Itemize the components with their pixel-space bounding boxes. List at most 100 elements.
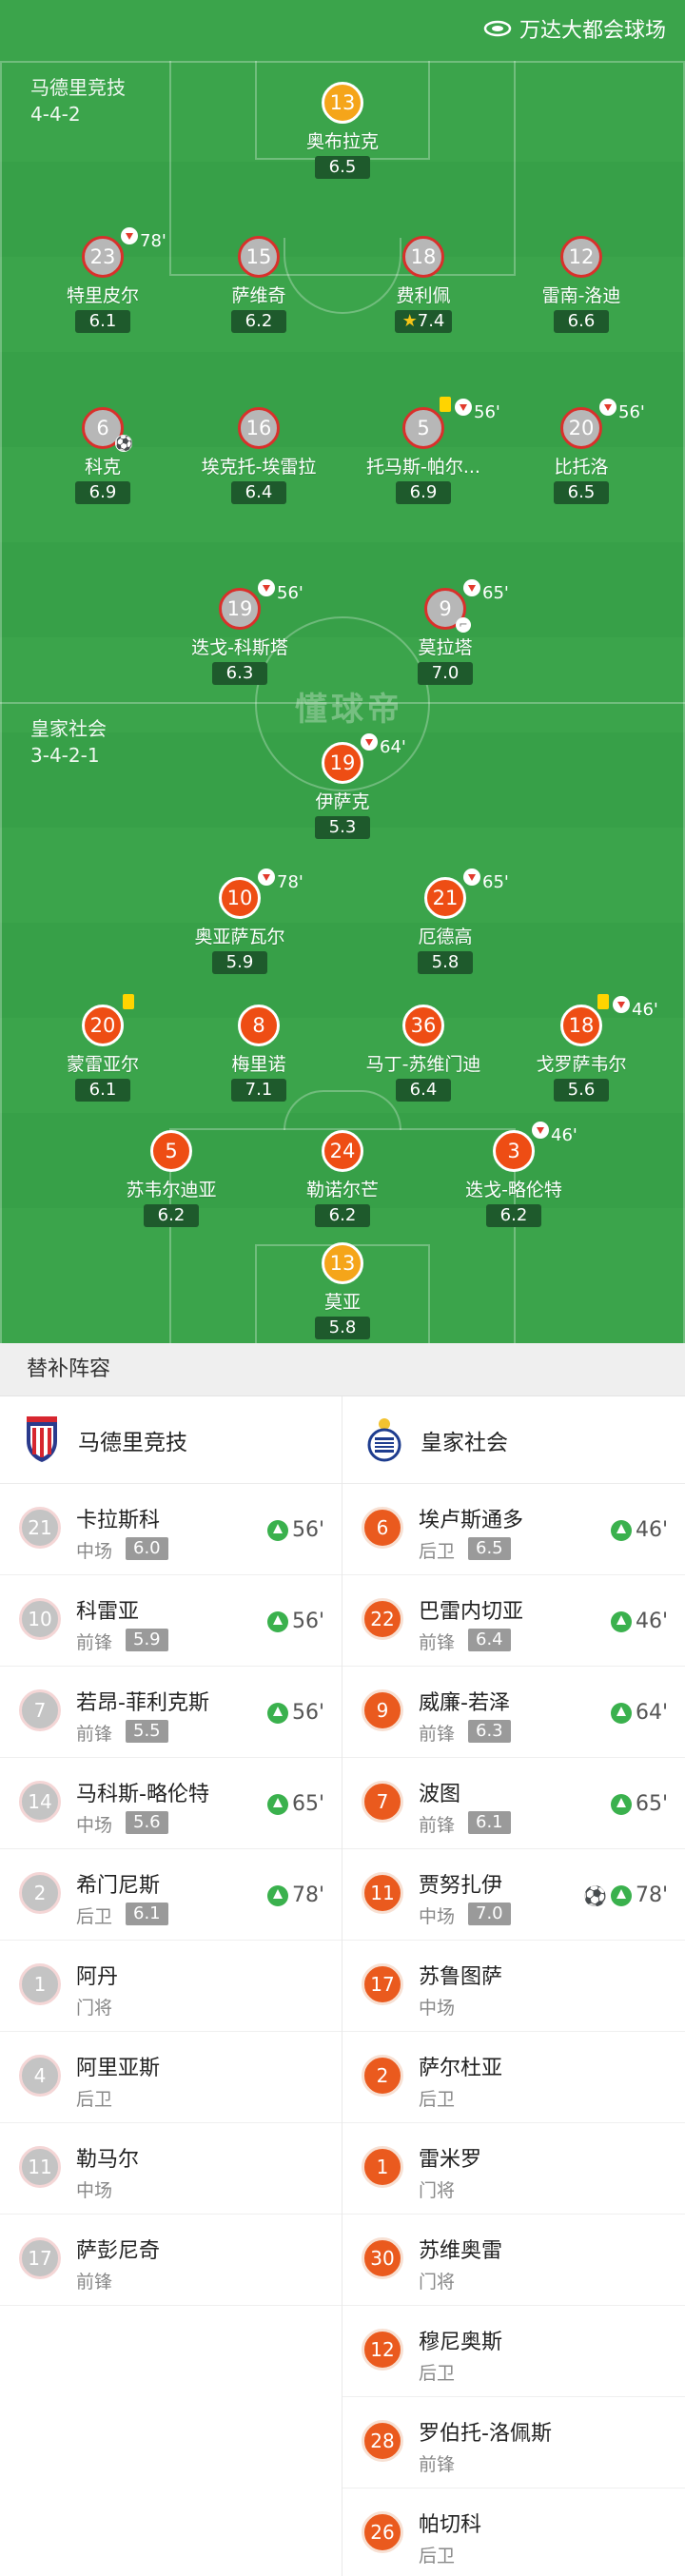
sub-in-icon [610,1884,632,1906]
player-home-lb[interactable]: 12 雷南-洛迪 6.6 [486,236,676,333]
sub-player-position: 门将 [419,2180,456,2201]
player-rating: 5.6 [554,1079,609,1102]
sub-player-number: 11 [362,1872,403,1914]
player-name: 勒诺尔芒 [305,1180,379,1200]
sub-player-rating: 6.3 [468,1720,511,1743]
player-rating: 5.8 [315,1317,370,1339]
player-home-cb2[interactable]: 18 费利佩 ★7.4 [328,236,519,333]
home-team-info: 马德里竞技 4-4-2 [30,74,126,127]
sub-player-name: 希门尼斯 [76,1874,161,1898]
player-number: 18 [402,236,444,278]
sub-player-number: 4 [19,2055,61,2097]
sub-in-minute: 56' [291,1701,324,1725]
sub-player-rating: 6.4 [468,1629,511,1651]
player-home-rm[interactable]: 6⚽ 科克 6.9 [8,407,198,504]
sub-player-number: 11 [19,2146,61,2188]
player-away-cm1[interactable]: 8 梅里诺 7.1 [164,1005,354,1102]
sub-player-name: 萨尔杜亚 [419,2057,503,2080]
player-number: 36 [402,1005,444,1046]
sub-in-info: 56' [266,1701,324,1725]
player-rating: 6.3 [212,662,267,685]
sub-player-position: 前锋 [419,2454,456,2475]
player-away-cm2[interactable]: 36 马丁-苏维门迪 6.4 [328,1005,519,1102]
sub-player-name: 雷米罗 [419,2148,482,2172]
sub-in-minute: 78' [635,1883,668,1907]
player-home-cm1[interactable]: 16 埃克托-埃雷拉 6.4 [164,407,354,504]
sub-player-position: 后卫 [419,2363,456,2384]
player-rating: 6.2 [486,1204,541,1227]
sub-player-position: 门将 [419,2272,456,2293]
player-name: 托马斯-帕尔... [366,457,480,478]
sub-minute: 78' [140,231,166,251]
player-rating: 6.2 [231,310,286,333]
player-name: 蒙雷亚尔 [66,1054,139,1075]
player-home-cb1[interactable]: 15 萨维奇 6.2 [164,236,354,333]
home-subs-header: 马德里竞技 [0,1396,342,1484]
player-away-gk[interactable]: 13 莫亚 5.8 [247,1242,438,1339]
sub-out-icon [258,579,275,596]
sub-in-info: 64' [610,1701,668,1725]
pitch-stripe [0,923,685,1018]
away-formation: 3-4-2-1 [30,744,100,767]
sub-out-icon [599,399,616,416]
player-number: 15 [238,236,280,278]
sub-player-position: 后卫 [76,1906,113,1927]
player-away-cb1[interactable]: 5 苏韦尔迪亚 6.2 [76,1130,266,1227]
sub-player-rating: 6.1 [126,1903,168,1925]
sub-player-name: 萨彭尼奇 [76,2239,161,2263]
player-name: 厄德高 [418,927,473,947]
player-away-cb2[interactable]: 24 勒诺尔芒 6.2 [247,1130,438,1227]
sub-player-name: 苏维奥雷 [419,2239,503,2263]
yellow-card-icon [597,994,609,1009]
sub-in-minute: 78' [291,1883,324,1907]
sub-in-icon [266,1519,288,1541]
sub-in-info: 56' [266,1610,324,1633]
sub-in-icon [610,1610,632,1632]
player-number: 8 [238,1005,280,1046]
sub-minute: 65' [482,872,509,892]
sub-player-rating: 7.0 [468,1903,511,1925]
player-home-gk[interactable]: 13 奥布拉克 6.5 [247,82,438,179]
player-number: 13 [322,82,363,124]
player-away-lm[interactable]: 20 蒙雷亚尔 6.1 [8,994,198,1102]
player-number: 16 [238,407,280,449]
player-rating: 5.9 [212,951,267,974]
sub-in-minute: 65' [635,1792,668,1816]
star-icon: ★ [401,311,418,331]
player-rating: 6.4 [231,481,286,504]
stadium-icon [483,20,512,37]
